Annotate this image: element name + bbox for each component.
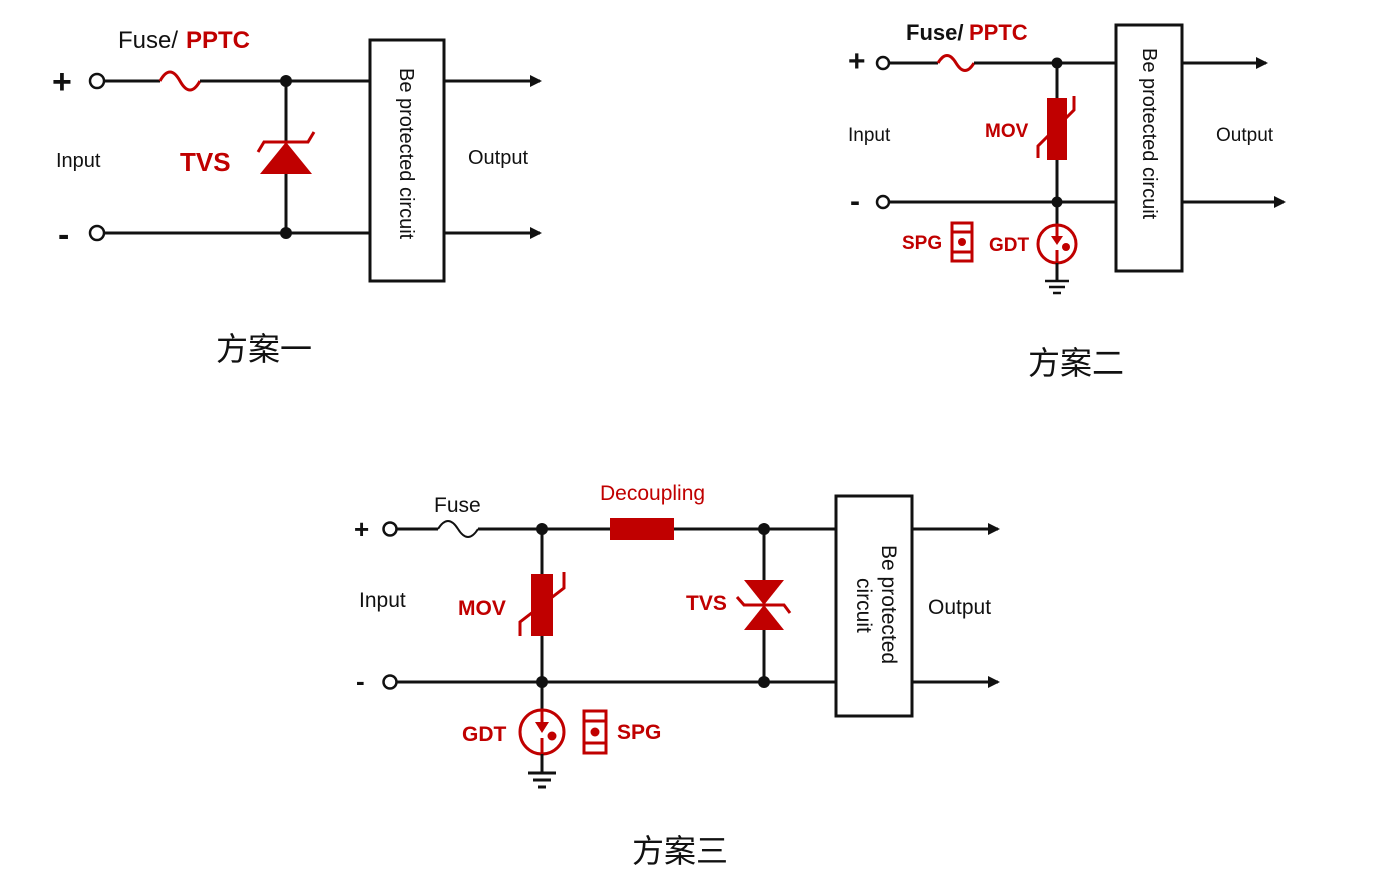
mov-label: MOV: [985, 121, 1029, 142]
junction-dot: [536, 676, 548, 688]
decoupling-label: Decoupling: [600, 482, 705, 505]
plus-terminal-label: +: [848, 45, 866, 78]
spg-icon: [582, 709, 608, 755]
spg-label: SPG: [902, 233, 942, 254]
gdt-icon: [1036, 223, 1078, 265]
caption: 方案二: [1028, 344, 1124, 382]
scheme-1: Fuse/ PPTC + - TVS Input Be protected ci…: [52, 27, 542, 368]
output-label: Output: [1216, 125, 1274, 146]
bidirectional-tvs-icon: [735, 580, 792, 630]
decoupling-inductor-icon: [610, 518, 674, 540]
plus-terminal-icon: [382, 521, 398, 537]
fuse-icon: [936, 54, 976, 72]
caption: 方案三: [632, 832, 728, 870]
scheme-2: Fuse/ PPTC + - MOV GDT SPG: [848, 20, 1286, 382]
junction-dot: [280, 75, 292, 87]
fuse-label: Fuse: [434, 494, 481, 517]
junction-dot: [758, 676, 770, 688]
input-label: Input: [848, 125, 891, 146]
spg-label: SPG: [617, 721, 661, 744]
fuse-icon: [437, 520, 479, 538]
output-label: Output: [928, 596, 991, 619]
input-label: Input: [56, 150, 101, 172]
junction-dot: [758, 523, 770, 535]
plus-terminal-icon: [875, 55, 891, 71]
protected-circuit-box: [834, 494, 914, 718]
protected-circuit-label-line2: circuit: [852, 578, 875, 633]
pptc-label: PPTC: [969, 20, 1028, 45]
junction-dot: [1051, 196, 1063, 208]
protected-circuit-box: [368, 38, 446, 283]
plus-terminal-icon: [88, 72, 106, 90]
plus-terminal-label: +: [52, 63, 72, 101]
mov-label: MOV: [458, 597, 506, 620]
protected-circuit-label: Be protected circuit: [1138, 48, 1160, 220]
plus-terminal-label: +: [354, 514, 369, 544]
scheme-3: Fuse Decoupling + - MOV: [354, 482, 1000, 870]
junction-dot: [1051, 57, 1063, 69]
spg-icon: [950, 221, 974, 263]
mov-icon: [1036, 96, 1076, 160]
minus-terminal-icon: [382, 674, 398, 690]
input-label: Input: [359, 589, 406, 612]
mov-icon: [518, 572, 566, 636]
minus-terminal-icon: [88, 224, 106, 242]
tvs-label: TVS: [180, 147, 231, 177]
tvs-label: TVS: [686, 592, 727, 615]
junction-dot: [536, 523, 548, 535]
fuse-label: Fuse/: [118, 27, 178, 54]
caption: 方案一: [216, 330, 312, 368]
minus-terminal-label: -: [356, 666, 365, 696]
ground-icon: [1045, 279, 1069, 295]
protected-circuit-label: Be protected circuit: [395, 68, 417, 240]
fuse-label: Fuse/: [906, 20, 963, 45]
tvs-icon: [256, 131, 316, 174]
gdt-icon: [518, 708, 566, 756]
fuse-icon: [158, 70, 202, 92]
gdt-label: GDT: [989, 235, 1030, 256]
junction-dot: [280, 227, 292, 239]
output-label: Output: [468, 147, 528, 169]
pptc-label: PPTC: [186, 27, 250, 54]
minus-terminal-label: -: [58, 216, 69, 254]
ground-icon: [528, 771, 556, 789]
gdt-label: GDT: [462, 723, 507, 746]
protected-circuit-label-line1: Be protected: [877, 545, 900, 664]
minus-terminal-label: -: [850, 185, 860, 218]
protected-circuit-box: [1114, 23, 1184, 273]
minus-terminal-icon: [875, 194, 891, 210]
